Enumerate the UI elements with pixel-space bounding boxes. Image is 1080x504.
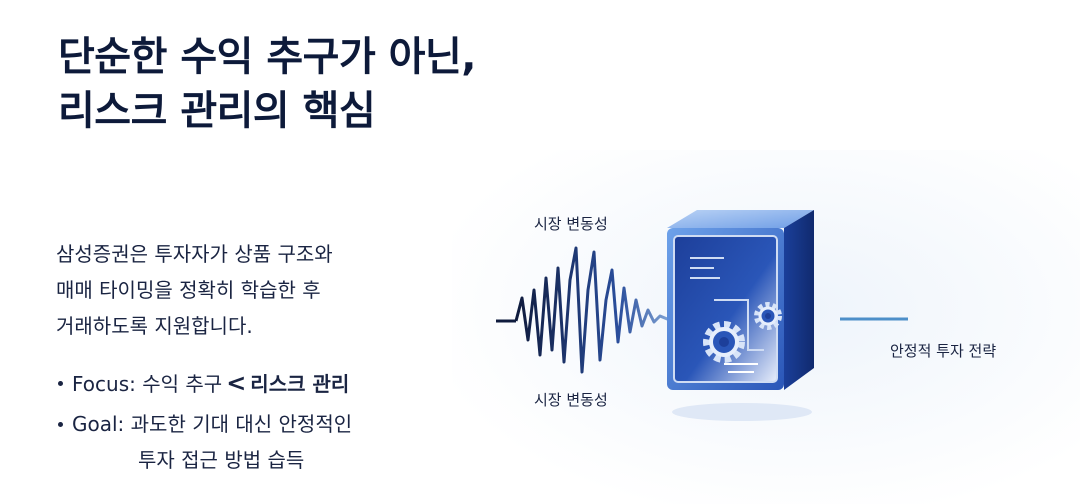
label-bottom: 시장 변동성 (534, 391, 608, 409)
waveform-icon (496, 246, 687, 374)
description: 삼성증권은 투자자가 상품 구조와 매매 타이밍을 정확히 학습한 후 거래하도… (56, 236, 333, 344)
focus-right: 리스크 관리 (250, 372, 350, 396)
title-line-2: 리스크 관리의 핵심 (58, 88, 376, 134)
description-line-1: 삼성증권은 투자자가 상품 구조와 (56, 242, 333, 266)
description-line-3: 거래하도록 지원합니다. (56, 314, 253, 338)
bullet-list: Focus: 수익 추구<리스크 관리 Goal: 과도한 기대 대신 안정적인… (56, 365, 352, 482)
bullet-focus: Focus: 수익 추구<리스크 관리 (56, 365, 352, 402)
less-than-symbol: < (226, 369, 247, 397)
cube-device (667, 210, 814, 421)
gear-icon (703, 302, 782, 363)
illustration-svg: 시장 변동성 시장 변동성 안정적 투자 전략 (452, 150, 1080, 504)
label-top: 시장 변동성 (534, 215, 608, 233)
focus-left: 수익 추구 (142, 372, 223, 396)
volatility-illustration: 시장 변동성 시장 변동성 안정적 투자 전략 (452, 150, 1080, 504)
description-line-2: 매매 타이밍을 정확히 학습한 후 (56, 278, 321, 302)
label-right: 안정적 투자 전략 (890, 342, 996, 360)
goal-line-1: 과도한 기대 대신 안정적인 (130, 412, 353, 436)
page-title: 단순한 수익 추구가 아닌, 리스크 관리의 핵심 (58, 30, 476, 138)
bullet-goal: Goal: 과도한 기대 대신 안정적인 투자 접근 방법 습득 (56, 406, 352, 478)
title-line-1: 단순한 수익 추구가 아닌, (58, 34, 476, 80)
goal-line-2: 투자 접근 방법 습득 (138, 448, 305, 472)
goal-label: Goal: (72, 412, 125, 436)
focus-label: Focus: (72, 372, 136, 396)
